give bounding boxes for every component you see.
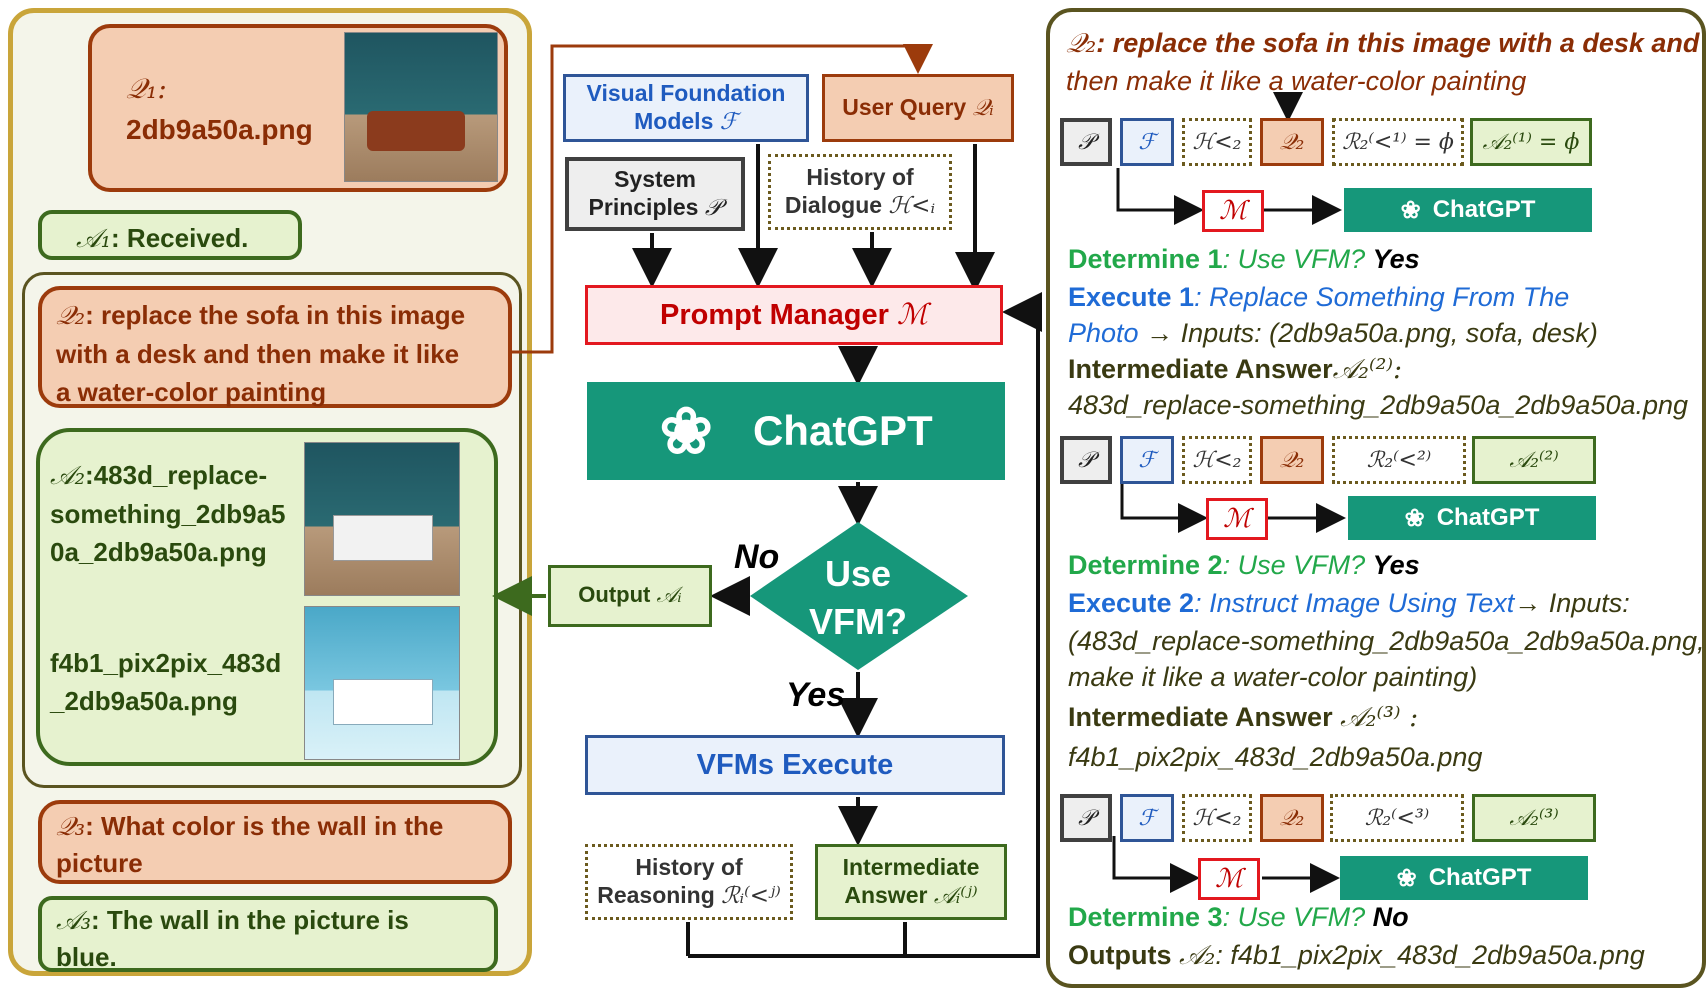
row3-manager: ℳ <box>1198 858 1260 900</box>
desk-shape-watercolor <box>333 679 433 725</box>
right-q2-line2: then make it like a water-color painting <box>1066 66 1527 96</box>
q1-bubble: 𝒬₁: 2db9a50a.png <box>88 24 508 192</box>
row2-manager: ℳ <box>1206 498 1268 540</box>
openai-logo-icon: ❀ <box>1400 196 1421 224</box>
intermediate-answer-1-value: 483d_replace-something_2db9a50a_2db9a50a… <box>1068 390 1689 420</box>
determine-2: Determine 2: Use VFM? Yes <box>1068 550 1420 580</box>
row3-reasoning: ℛ₂⁽<³⁾ <box>1330 794 1464 842</box>
execute-2-line2: (483d_replace-something_2db9a50a_2db9a50… <box>1068 626 1705 656</box>
row3-query: 𝒬₂ <box>1260 794 1324 842</box>
row1-chatgpt: ❀ChatGPT <box>1344 188 1592 232</box>
row3-chatgpt: ❀ChatGPT <box>1340 856 1588 900</box>
execute-2-line3: make it like a water-color painting) <box>1068 662 1478 692</box>
row2-answer: 𝒜₂⁽²⁾ <box>1472 436 1596 484</box>
row2-foundation: ℱ <box>1120 436 1174 484</box>
room-image-desk <box>304 442 460 596</box>
room-image-original <box>344 32 498 182</box>
row2-query: 𝒬₂ <box>1260 436 1324 484</box>
execute-2-line1: Execute 2: Instruct Image Using Text→ In… <box>1068 588 1630 618</box>
row1-principles: 𝒫 <box>1060 118 1112 166</box>
a1-bubble: 𝒜₁: Received. <box>38 210 302 260</box>
outputs-line: Outputs 𝒜₂: f4b1_pix2pix_483d_2db9a50a.p… <box>1068 940 1645 971</box>
row1-manager: ℳ <box>1202 190 1264 232</box>
openai-logo-icon: ❀ <box>659 394 713 467</box>
row3-principles: 𝒫 <box>1060 794 1112 842</box>
room-image-watercolor <box>304 606 460 760</box>
row1-foundation: ℱ <box>1120 118 1174 166</box>
vfms-execute-box: VFMs Execute <box>585 735 1005 795</box>
row1-history: ℋ<₂ <box>1182 118 1252 166</box>
prompt-manager-box: Prompt Manager ℳ <box>585 285 1003 345</box>
row1-query: 𝒬₂ <box>1260 118 1324 166</box>
output-box: Output 𝒜ᵢ <box>548 565 712 627</box>
q1-label: 𝒬₁: <box>126 72 167 105</box>
execute-1-line1: Execute 1: Replace Something From The <box>1068 282 1570 312</box>
execute-1-line2: Photo → Inputs: (2db9a50a.png, sofa, des… <box>1068 318 1598 348</box>
desk-shape <box>333 515 433 561</box>
row2-reasoning: ℛ₂⁽<²⁾ <box>1332 436 1466 484</box>
yes-label: Yes <box>786 676 846 714</box>
q2-exchange-group <box>22 272 522 788</box>
intermediate-answer-2: Intermediate Answer 𝒜₂⁽³⁾ : <box>1068 702 1419 733</box>
row3-foundation: ℱ <box>1120 794 1174 842</box>
decision-diamond <box>750 522 968 670</box>
q1-filename: 2db9a50a.png <box>126 114 313 145</box>
row2-history: ℋ<₂ <box>1182 436 1252 484</box>
row1-reasoning: ℛ₂⁽<¹⁾ = ϕ <box>1332 118 1464 166</box>
determine-3: Determine 3: Use VFM? No <box>1068 902 1409 932</box>
q3-bubble: 𝒬₃: What color is the wall in the pictur… <box>38 800 512 884</box>
row1-answer: 𝒜₂⁽¹⁾ = ϕ <box>1470 118 1592 166</box>
no-label: No <box>734 538 780 576</box>
q2-bubble: 𝒬₂: replace the sofa in this image with … <box>38 286 512 408</box>
a3-bubble: 𝒜₃: The wall in the picture is blue. <box>38 896 498 972</box>
row2-chatgpt: ❀ChatGPT <box>1348 496 1596 540</box>
user-query-box: User Query 𝒬ᵢ <box>822 74 1014 142</box>
openai-logo-icon: ❀ <box>1396 864 1417 892</box>
row3-history: ℋ<₂ <box>1182 794 1252 842</box>
right-q2-line1: 𝒬₂: replace the sofa in this image with … <box>1066 28 1700 59</box>
decision-label: Use VFM? <box>809 553 907 642</box>
chatgpt-box: ❀ ChatGPT <box>587 382 1005 480</box>
sofa-shape <box>367 111 465 151</box>
openai-logo-icon: ❀ <box>1404 504 1425 532</box>
row2-principles: 𝒫 <box>1060 436 1112 484</box>
determine-1: Determine 1: Use VFM? Yes <box>1068 244 1420 274</box>
a2-text: 𝒜₂:483d_replace- something_2db9a5 0a_2db… <box>50 460 286 567</box>
intermediate-answer-2-value: f4b1_pix2pix_483d_2db9a50a.png <box>1068 742 1483 772</box>
row3-answer: 𝒜₂⁽³⁾ <box>1472 794 1596 842</box>
a2-second-text: f4b1_pix2pix_483d _2db9a50a.png <box>50 648 282 716</box>
intermediate-answer-1: Intermediate Answer𝒜₂⁽²⁾: <box>1068 354 1403 385</box>
